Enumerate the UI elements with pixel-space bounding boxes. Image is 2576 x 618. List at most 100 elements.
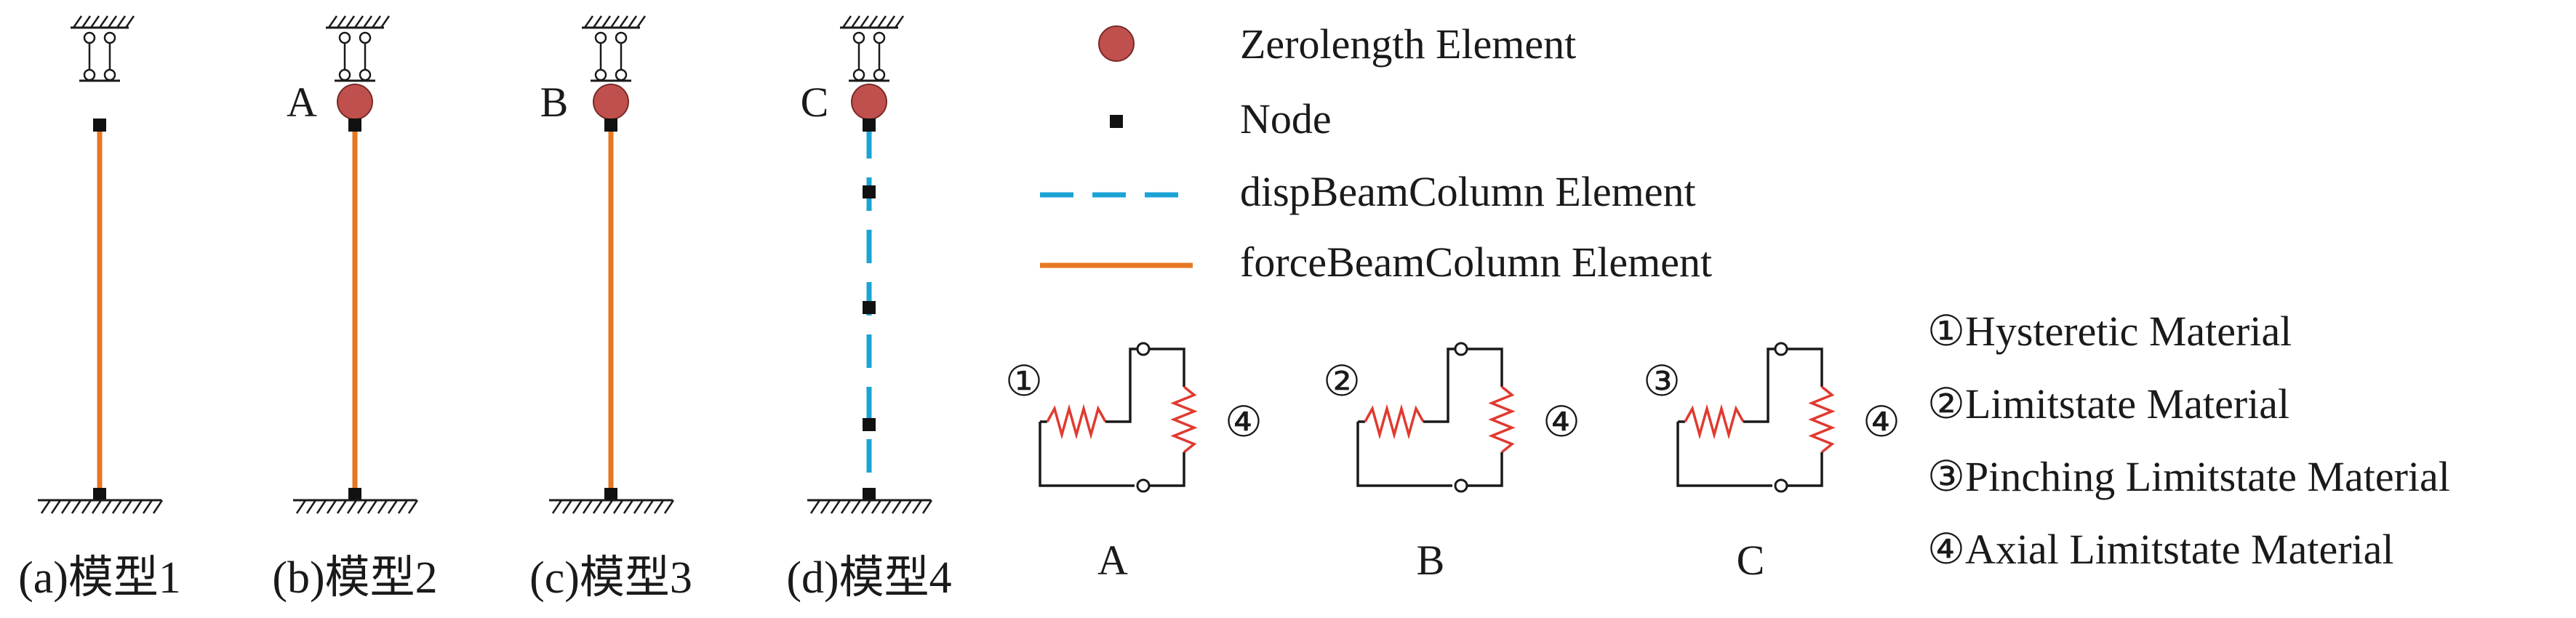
roller-wheel xyxy=(359,68,372,81)
hinge-node xyxy=(1136,478,1151,493)
spring-schematic-c: ③ ④ C xyxy=(1643,342,1900,584)
spring-label: A xyxy=(1097,537,1128,584)
roller-wheel xyxy=(83,68,96,81)
roller-support xyxy=(582,15,647,82)
spring-wire xyxy=(1467,452,1503,487)
hatch-line xyxy=(820,499,831,514)
fixed-support xyxy=(38,499,164,514)
hatch-line xyxy=(316,499,327,514)
hatch-line xyxy=(871,499,882,514)
hatch-line xyxy=(891,499,903,514)
spring-wire xyxy=(1356,422,1452,487)
rotational-spring-zigzag xyxy=(1046,404,1107,440)
spring-wire xyxy=(1149,348,1185,387)
roller-wheel xyxy=(594,68,607,81)
hinge-node xyxy=(1454,342,1468,356)
hatch-line xyxy=(850,15,861,28)
roller-wheel xyxy=(103,68,116,81)
hinge-node xyxy=(1774,478,1788,493)
material-item-2: ②Limitstate Material xyxy=(1927,380,2289,428)
hinge-node xyxy=(1454,478,1468,493)
fixed-support xyxy=(807,499,933,514)
hatch-line xyxy=(121,499,133,514)
hatch-line xyxy=(81,499,92,514)
hatch-line xyxy=(841,15,852,28)
spring-right-number: ④ xyxy=(1543,398,1580,446)
hatch-line xyxy=(623,499,634,514)
hatch-line xyxy=(911,499,923,514)
spring-right-number: ④ xyxy=(1863,398,1900,446)
legend-zerolength-symbol xyxy=(1098,25,1135,62)
spring-left-number: ③ xyxy=(1643,358,1681,405)
fixed-support xyxy=(293,499,419,514)
roller-wheel xyxy=(338,31,351,44)
hatch-line xyxy=(885,15,896,28)
column-model-a: (a)模型1 xyxy=(18,15,181,603)
zerolength-element xyxy=(593,84,629,120)
hatch-line xyxy=(98,15,109,28)
hatch-line xyxy=(894,15,905,28)
hatch-line xyxy=(89,15,100,28)
material-item-4: ④Axial Limitstate Material xyxy=(1927,526,2393,573)
hatch-line xyxy=(387,499,399,514)
fixed-support xyxy=(549,499,675,514)
material-item-1: ①Hysteretic Material xyxy=(1927,308,2292,355)
hatch-line xyxy=(609,15,620,28)
node-marker xyxy=(863,301,876,314)
spring-wire xyxy=(1467,348,1503,387)
roller-support xyxy=(326,15,391,82)
spring-left-number: ① xyxy=(1005,358,1043,405)
hatch-line xyxy=(295,499,307,514)
hatch-line xyxy=(305,499,317,514)
zerolength-label-a: A xyxy=(287,79,317,126)
hatch-line xyxy=(91,499,103,514)
hatch-line xyxy=(71,499,82,514)
node-marker xyxy=(93,488,106,501)
roller-wheel xyxy=(359,31,372,44)
caption-model-a: (a)模型1 xyxy=(18,553,181,603)
roller-wheel xyxy=(338,68,351,81)
column-model-b: A (b)模型2 xyxy=(272,15,438,603)
node-marker xyxy=(863,185,876,198)
hatch-line xyxy=(601,15,612,28)
hatch-line xyxy=(561,499,573,514)
hatch-line xyxy=(663,499,675,514)
hatch-line xyxy=(921,499,933,514)
roller-wheel xyxy=(594,31,607,44)
roller-wheel xyxy=(615,68,628,81)
rotational-spring-zigzag xyxy=(1684,404,1745,440)
spring-schematic-a: ① ④ A xyxy=(1005,342,1263,584)
hatch-line xyxy=(40,499,52,514)
material-list: ①Hysteretic Material ②Limitstate Materia… xyxy=(1927,308,2450,573)
hatch-line xyxy=(107,15,118,28)
column-model-c: B (c)模型3 xyxy=(529,15,692,603)
zerolength-label-b: B xyxy=(540,79,569,126)
spring-right-number: ④ xyxy=(1225,398,1263,446)
roller-wheel xyxy=(873,31,886,44)
spring-wire xyxy=(1676,422,1772,487)
roller-wheel xyxy=(873,68,886,81)
spring-wire xyxy=(1787,452,1823,487)
hatch-line xyxy=(876,15,887,28)
axial-spring-zigzag xyxy=(1808,385,1836,454)
hatch-line xyxy=(152,499,164,514)
hatch-line xyxy=(612,499,624,514)
hatch-line xyxy=(362,15,373,28)
hatch-line xyxy=(592,499,604,514)
node-marker xyxy=(604,119,617,132)
hatch-line xyxy=(380,15,391,28)
spring-wire xyxy=(1149,452,1185,487)
node-marker xyxy=(863,488,876,501)
hatch-line xyxy=(50,499,62,514)
hatch-line xyxy=(551,499,563,514)
caption-model-d: (d)模型4 xyxy=(786,553,951,603)
hatch-line xyxy=(840,499,852,514)
hatch-line xyxy=(618,15,629,28)
node-marker xyxy=(348,488,361,501)
caption-model-c: (c)模型3 xyxy=(529,553,692,603)
roller-wheel xyxy=(852,31,865,44)
hatch-line xyxy=(881,499,892,514)
hatch-line xyxy=(356,499,368,514)
legend-zerolength-label: Zerolength Element xyxy=(1240,20,1576,68)
